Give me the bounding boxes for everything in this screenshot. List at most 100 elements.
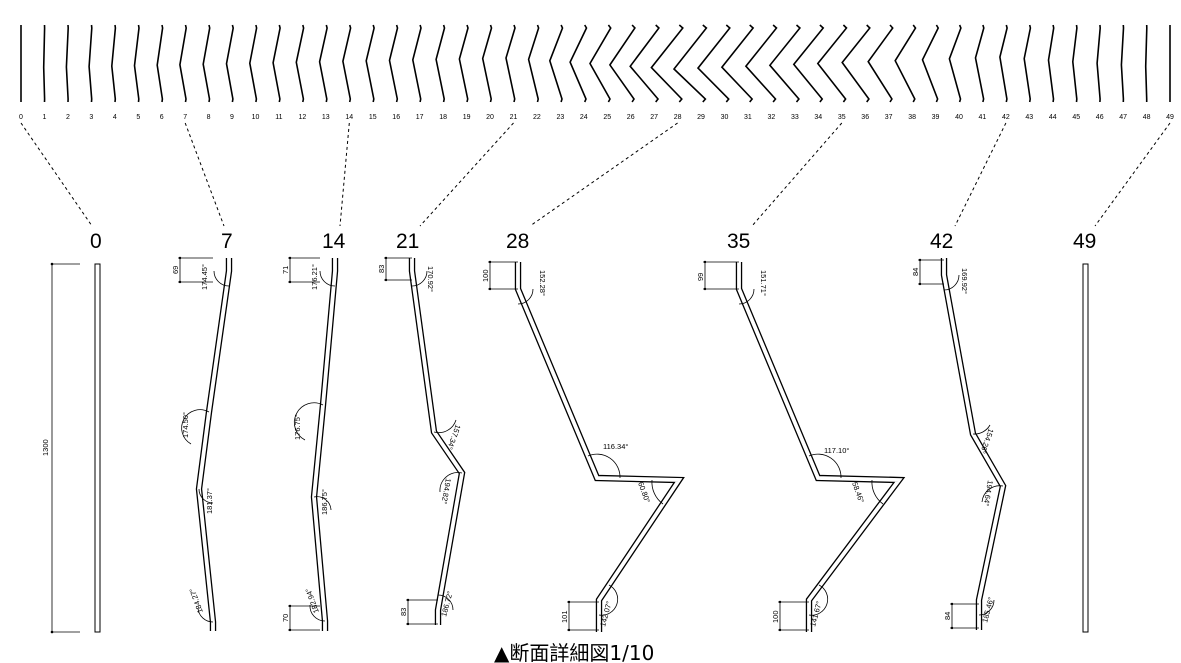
strip-profile-12 (295, 24, 305, 103)
section-35-dimension-bottom: 100 (771, 610, 780, 623)
strip-label-25: 25 (603, 114, 611, 121)
strip-label-19: 19 (463, 114, 471, 121)
strip-profile-4 (110, 24, 117, 103)
section-14-profile (310, 258, 339, 631)
strip-profile-41 (974, 24, 985, 103)
strip-profile-47 (1120, 24, 1125, 103)
section-42-profile (940, 258, 1007, 630)
strip-profile-38 (894, 24, 917, 103)
strip-label-26: 26 (627, 114, 635, 121)
strip-label-32: 32 (768, 114, 776, 121)
leader-line-21 (419, 122, 514, 227)
section-42-dimension-bottom: 84 (943, 612, 952, 620)
strip-label-1: 1 (43, 114, 47, 121)
strip-profile-26 (608, 24, 636, 103)
strip-label-21: 21 (510, 114, 518, 121)
strip-label-22: 22 (533, 114, 541, 121)
strip-profile-46 (1096, 24, 1102, 103)
strip-profile-9 (225, 24, 235, 103)
leader-line-0 (20, 122, 93, 227)
strip-label-31: 31 (744, 114, 752, 121)
strip-label-37: 37 (885, 114, 893, 121)
strip-profile-45 (1071, 24, 1078, 103)
strip-label-34: 34 (814, 114, 822, 121)
section-7-dimension-top: 69 (171, 266, 180, 274)
section-14-angle-4: 182.94° (304, 587, 321, 614)
leader-line-14 (339, 122, 350, 227)
strip-label-24: 24 (580, 114, 588, 121)
strip-profile-18 (435, 24, 446, 103)
section-21-angle-3: 194.82° (440, 478, 453, 505)
section-42-angle-4: 185.46° (980, 596, 995, 623)
section-14-dimension-top: 71 (281, 266, 290, 274)
section-14-dimension-bottom: 70 (281, 614, 290, 622)
leader-lines (20, 122, 1171, 227)
section-7-angle-2: 174.50° (181, 412, 190, 438)
strip-profile-22 (527, 24, 540, 103)
strip-label-46: 46 (1096, 114, 1104, 121)
strip-label-39: 39 (932, 114, 940, 121)
strip-label-41: 41 (979, 114, 987, 121)
leader-line-7 (184, 122, 225, 227)
strip-label-13: 13 (322, 114, 330, 121)
section-14-angle-3: 186.75° (320, 489, 329, 515)
strip-label-28: 28 (674, 114, 682, 121)
strip-profile-29 (672, 24, 708, 103)
strip-profile-13 (318, 24, 328, 103)
strip-label-14: 14 (345, 114, 353, 121)
section-28-dimension-bottom: 101 (560, 610, 569, 623)
section-42-angle-3: 194.64° (982, 480, 995, 507)
strip-profile-34 (792, 24, 825, 103)
section-42-angle-1: 169.92° (960, 268, 969, 294)
strip-label-29: 29 (697, 114, 705, 121)
section-21-angle-1: 170.92° (426, 266, 435, 292)
strip-profile-1 (42, 24, 46, 103)
strip-profile-21 (505, 24, 516, 103)
section-21-dimension-top: 83 (377, 265, 386, 273)
strip-profile-23 (548, 24, 564, 103)
strip-profile-17 (411, 24, 422, 103)
strip-profile-43 (1023, 24, 1032, 103)
strip-label-35: 35 (838, 114, 846, 121)
strip-label-40: 40 (955, 114, 963, 121)
strip-profile-32 (744, 24, 778, 103)
strip-label-36: 36 (861, 114, 869, 121)
strip-label-17: 17 (416, 114, 424, 121)
section-21: 83 83 170.92° 157.34° 194.82° 186.72° (377, 256, 466, 626)
strip-profile-5 (133, 24, 140, 103)
leader-line-35 (751, 122, 843, 227)
leader-line-49 (1094, 122, 1171, 227)
strip-label-38: 38 (908, 114, 916, 121)
strip-label-27: 27 (650, 114, 658, 121)
section-35-angle-3: 58.46° (850, 481, 866, 505)
section-49 (1082, 263, 1089, 633)
strip-label-0: 0 (19, 114, 23, 121)
strip-profile-28 (650, 24, 684, 103)
strip-label-44: 44 (1049, 114, 1057, 121)
section-0: 1300 (41, 262, 101, 634)
strip-profile-25 (589, 24, 612, 103)
section-28-dimension-top: 100 (481, 269, 490, 282)
section-42-angle-2: 154.26° (978, 427, 995, 454)
strip-label-5: 5 (136, 114, 140, 121)
section-35-profile (735, 262, 906, 632)
strip-label-20: 20 (486, 114, 494, 121)
strip-label-16: 16 (392, 114, 400, 121)
strip-label-43: 43 (1025, 114, 1033, 121)
strip-profile-35 (816, 24, 848, 103)
section-title-49: 49 (1073, 230, 1096, 253)
strip-label-23: 23 (557, 114, 565, 121)
dimension-total-label: 1300 (41, 439, 50, 456)
section-28-profile (514, 262, 685, 632)
strip-profile-8 (202, 24, 211, 103)
section-title-0: 0 (90, 230, 102, 253)
strip-label-3: 3 (89, 114, 93, 121)
strip-profile-15 (365, 24, 375, 103)
strip-label-9: 9 (230, 114, 234, 121)
strip-label-4: 4 (113, 114, 117, 121)
section-28-angle-1: 152.28° (538, 270, 547, 296)
section-title-21: 21 (396, 230, 419, 253)
strip-profile-36 (841, 24, 871, 103)
section-28-angle-3: 60.80° (636, 481, 652, 505)
